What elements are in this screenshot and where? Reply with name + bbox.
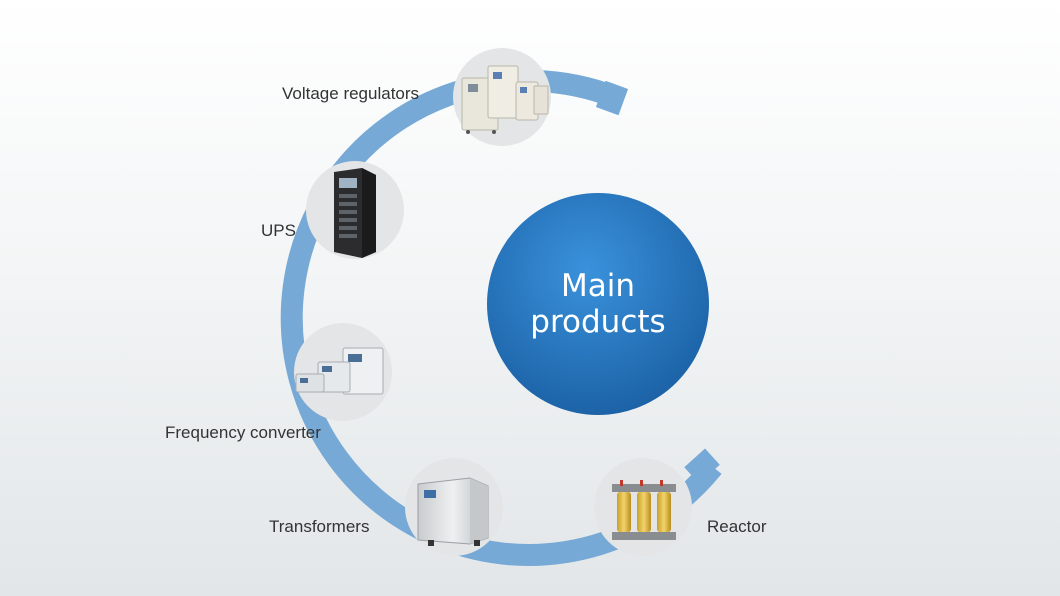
ring-end-cap-top: [595, 80, 629, 116]
node-frequency-converter[interactable]: [294, 323, 392, 421]
frequency-converter-icon: [295, 347, 384, 395]
node-ups[interactable]: [306, 161, 404, 259]
node-reactor[interactable]: [594, 458, 692, 556]
label-frequency-converter: Frequency converter: [165, 423, 321, 442]
label-ups: UPS: [261, 221, 296, 240]
transformer-icon: [417, 477, 489, 546]
center-circle: [487, 193, 709, 415]
ups-cabinet-icon: [334, 168, 376, 258]
reactor-icon: [612, 480, 676, 540]
voltage-regulator-icon: [461, 65, 549, 134]
ring-end-cap-bottom: [684, 448, 720, 484]
label-reactor: Reactor: [707, 517, 767, 536]
node-transformers[interactable]: [405, 458, 503, 556]
label-transformers: Transformers: [269, 517, 370, 536]
label-voltage-regulators: Voltage regulators: [282, 84, 420, 103]
node-voltage-regulators[interactable]: [453, 48, 551, 146]
